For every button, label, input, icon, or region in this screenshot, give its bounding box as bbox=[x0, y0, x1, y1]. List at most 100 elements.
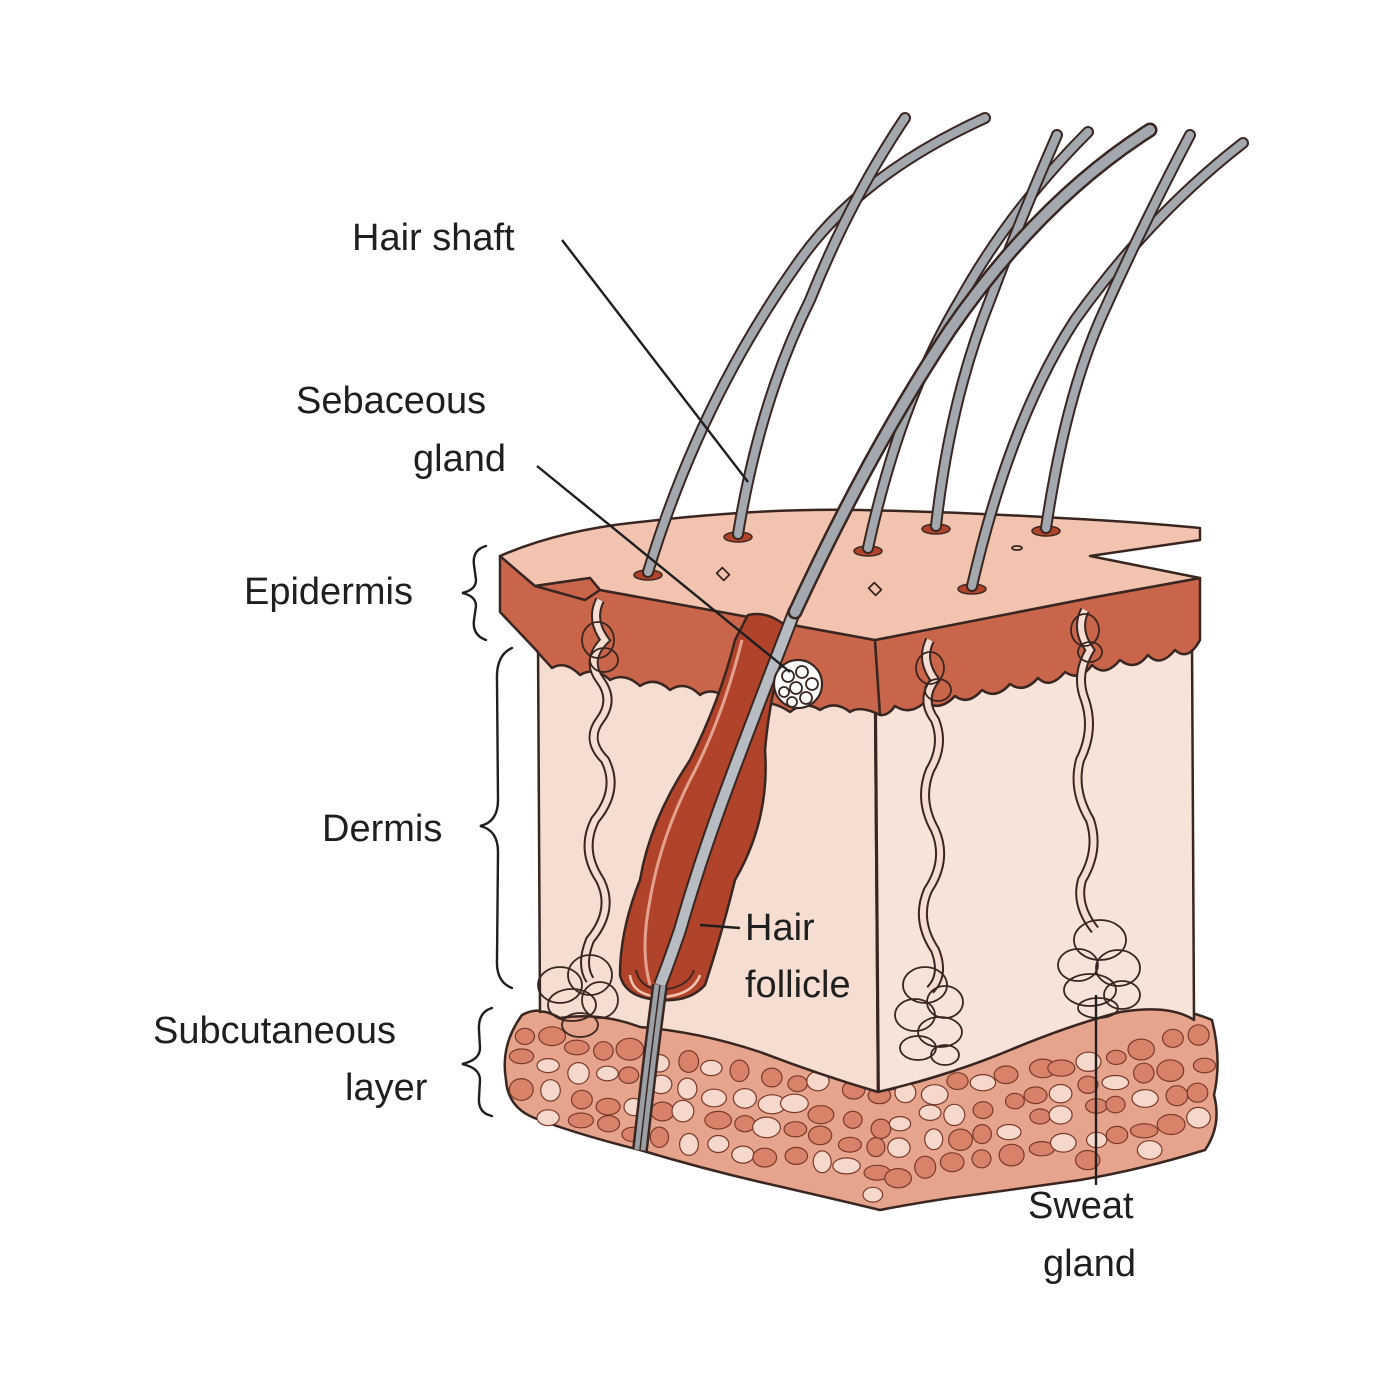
fat-cell bbox=[971, 1149, 992, 1169]
fat-cell bbox=[887, 1137, 911, 1158]
fat-cell bbox=[807, 1125, 833, 1146]
fat-cell bbox=[1105, 1125, 1129, 1145]
labels: Hair shaft Sebaceous gland Epidermis Der… bbox=[153, 217, 1136, 1285]
fat-cell bbox=[678, 1049, 700, 1073]
fat-cell bbox=[699, 1059, 723, 1077]
fat-cell bbox=[1101, 1074, 1130, 1091]
fat-cell bbox=[1129, 1123, 1159, 1139]
fat-cell bbox=[837, 1136, 863, 1153]
sweat-gland-icon bbox=[1057, 607, 1141, 1019]
fat-cell bbox=[969, 1073, 997, 1092]
dermis-bracket bbox=[479, 646, 514, 990]
fat-cell bbox=[508, 1077, 534, 1101]
fat-cell bbox=[888, 1115, 912, 1132]
fat-cell bbox=[731, 1145, 755, 1164]
fat-cell bbox=[1023, 1086, 1048, 1105]
fat-cell bbox=[1105, 1095, 1126, 1114]
fat-cell bbox=[779, 1093, 809, 1114]
subcutaneous-bracket bbox=[461, 1006, 494, 1118]
fat-cell bbox=[1131, 1089, 1159, 1108]
hair-strand-fill bbox=[932, 131, 1061, 530]
fat-cell bbox=[593, 1041, 614, 1061]
fat-cell-icon bbox=[508, 1024, 1217, 1203]
fat-cell bbox=[1029, 1108, 1051, 1125]
hair-shaft-label: Hair shaft bbox=[352, 217, 515, 259]
fat-cell bbox=[677, 1077, 698, 1100]
fat-cell bbox=[649, 1126, 670, 1148]
fat-cell bbox=[996, 1123, 1022, 1141]
fat-cell bbox=[615, 1037, 645, 1061]
fat-cell bbox=[870, 1118, 892, 1140]
fat-cell bbox=[596, 1114, 621, 1133]
fat-cell bbox=[812, 1150, 832, 1174]
fat-cell bbox=[866, 1136, 886, 1158]
fat-cell bbox=[536, 1057, 560, 1074]
fat-cell bbox=[784, 1146, 809, 1166]
fat-cell bbox=[596, 1065, 619, 1082]
fat-cell bbox=[618, 1066, 640, 1084]
fat-cell bbox=[998, 1143, 1025, 1167]
fat-cell bbox=[924, 1128, 944, 1151]
fat-cell bbox=[993, 1065, 1019, 1085]
fat-cell bbox=[1156, 1059, 1185, 1082]
sebaceous-gland-leader bbox=[536, 465, 791, 673]
fat-cell bbox=[514, 1027, 536, 1046]
fat-cell bbox=[1127, 1038, 1155, 1061]
fat-cell bbox=[972, 1101, 994, 1120]
sebaceous-gland-label-line2: gland bbox=[413, 438, 506, 480]
fat-cell bbox=[700, 1088, 727, 1108]
hair-follicle-label-line1: Hair bbox=[745, 907, 815, 949]
sweat-gland-icon bbox=[537, 597, 619, 1038]
subcutaneous-layer bbox=[503, 1007, 1219, 1212]
fat-cell bbox=[1186, 1106, 1211, 1129]
fat-cell bbox=[1156, 1113, 1186, 1136]
fat-cell bbox=[884, 1167, 912, 1189]
fat-cell bbox=[563, 1039, 590, 1056]
fat-cell bbox=[920, 1084, 949, 1106]
fat-cell bbox=[707, 1134, 730, 1154]
fat-cell bbox=[1161, 1028, 1184, 1048]
hair-strand-fill bbox=[1042, 131, 1194, 532]
fat-cell bbox=[972, 1123, 992, 1145]
fat-cell bbox=[1004, 1092, 1025, 1110]
fat-cell bbox=[1047, 1059, 1076, 1077]
hair-strand-fill bbox=[734, 114, 909, 538]
sweat-gland-label-line2: gland bbox=[1043, 1243, 1136, 1285]
fat-cell bbox=[536, 1109, 560, 1127]
dermis-label: Dermis bbox=[322, 808, 442, 850]
fat-cell bbox=[918, 1104, 942, 1121]
fat-cell bbox=[832, 1157, 861, 1175]
fat-cell bbox=[807, 1105, 835, 1125]
fat-cell bbox=[567, 1062, 590, 1085]
fat-cell bbox=[1075, 1051, 1102, 1073]
fat-cell bbox=[1186, 1082, 1209, 1103]
subcutaneous-label-line1: Subcutaneous bbox=[153, 1010, 396, 1052]
fat-cell bbox=[1048, 1105, 1073, 1125]
fat-cell bbox=[751, 1116, 781, 1139]
fat-cell bbox=[1187, 1024, 1210, 1046]
fat-cell bbox=[729, 1059, 750, 1083]
fat-cell bbox=[704, 1110, 733, 1130]
hair-strand-fill bbox=[790, 125, 1155, 617]
fat-cell bbox=[1105, 1049, 1127, 1066]
fat-cell bbox=[914, 1155, 937, 1179]
fat-cell bbox=[570, 1089, 593, 1110]
sweat-gland-icon bbox=[894, 637, 964, 1066]
fat-cell bbox=[671, 1099, 695, 1123]
sebaceous-gland-icon bbox=[772, 658, 824, 710]
fat-cell bbox=[734, 1115, 756, 1133]
fat-cell bbox=[678, 1132, 699, 1156]
fat-cell bbox=[752, 1147, 778, 1168]
fat-cell bbox=[842, 1110, 863, 1129]
sebaceous-gland-label-line1: Sebaceous bbox=[296, 380, 486, 422]
fat-cell bbox=[947, 1128, 973, 1152]
subcutaneous-label-line2: layer bbox=[345, 1067, 428, 1109]
fat-cell bbox=[732, 1087, 758, 1109]
hair-follicle-label-line2: follicle bbox=[745, 964, 851, 1006]
epidermis-bracket bbox=[461, 544, 488, 642]
fat-cell bbox=[1074, 1149, 1101, 1171]
hair-shaft-leader bbox=[561, 239, 749, 483]
fat-cell bbox=[946, 1072, 969, 1091]
fat-cell bbox=[1049, 1132, 1077, 1153]
